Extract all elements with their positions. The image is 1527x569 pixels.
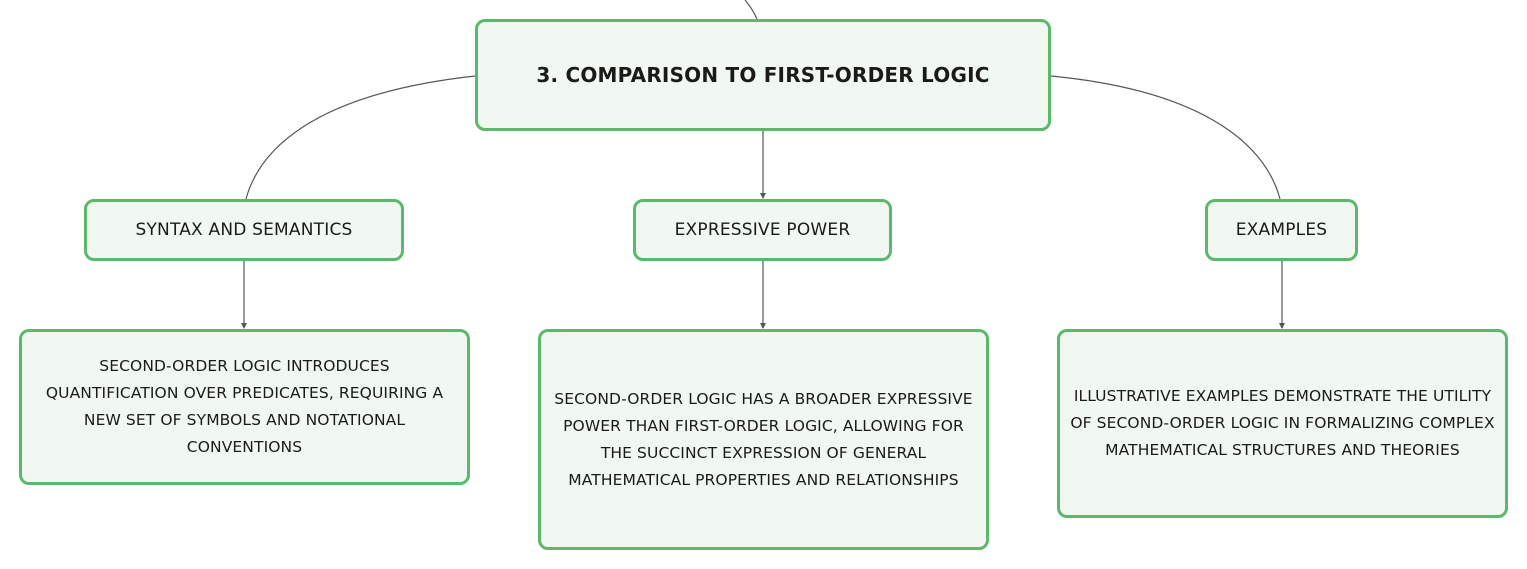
- connector-root-to-syntax: [245, 75, 476, 200]
- root-node[interactable]: 3. COMPARISON TO FIRST-ORDER LOGIC: [475, 19, 1051, 131]
- detail-node-examples[interactable]: ILLUSTRATIVE EXAMPLES DEMONSTRATE THE UT…: [1057, 329, 1508, 518]
- connector-root-to-examples: [1050, 75, 1281, 200]
- root-node-label: 3. COMPARISON TO FIRST-ORDER LOGIC: [536, 63, 990, 87]
- topic-node-examples[interactable]: EXAMPLES: [1205, 199, 1358, 261]
- detail-node-expressive-power[interactable]: SECOND-ORDER LOGIC HAS A BROADER EXPRESS…: [538, 329, 989, 550]
- topic-node-label: EXPRESSIVE POWER: [674, 220, 851, 240]
- topic-node-label: EXAMPLES: [1235, 220, 1328, 240]
- topic-node-expressive-power[interactable]: EXPRESSIVE POWER: [633, 199, 892, 261]
- detail-node-text: ILLUSTRATIVE EXAMPLES DEMONSTRATE THE UT…: [1070, 387, 1495, 459]
- topic-node-syntax-and-semantics[interactable]: SYNTAX AND SEMANTICS: [84, 199, 404, 261]
- incoming-connector: [744, 0, 758, 20]
- detail-node-text: SECOND-ORDER LOGIC HAS A BROADER EXPRESS…: [554, 389, 973, 489]
- topic-node-label: SYNTAX AND SEMANTICS: [135, 220, 353, 240]
- detail-node-text: SECOND-ORDER LOGIC INTRODUCES QUANTIFICA…: [45, 357, 444, 456]
- detail-node-syntax-and-semantics[interactable]: SECOND-ORDER LOGIC INTRODUCES QUANTIFICA…: [19, 329, 470, 485]
